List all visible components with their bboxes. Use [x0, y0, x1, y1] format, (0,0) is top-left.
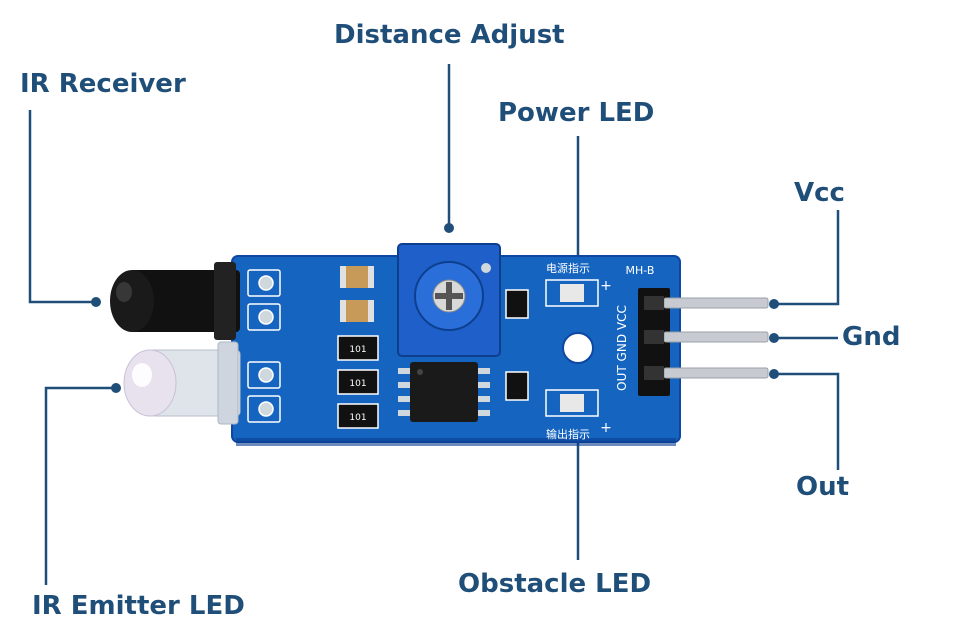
leader-ir-emitter: [44, 386, 112, 585]
dot-distance-adjust: [444, 223, 454, 233]
label-obstacle-led: Obstacle LED: [458, 569, 652, 599]
resistors: 101 101 101: [337, 289, 529, 429]
mounting-hole: [562, 332, 594, 364]
ir-emitter-component: [123, 341, 241, 425]
resistor-code-3: 101: [349, 413, 366, 423]
dot-gnd: [769, 333, 779, 343]
smd-leds: [545, 279, 599, 417]
power-led-silkscreen: 电源指示: [546, 261, 590, 275]
dot-ir-emitter: [111, 383, 121, 393]
resistor-code-1: 101: [349, 345, 366, 355]
power-plus-sign: +: [600, 278, 612, 294]
label-vcc: Vcc: [794, 178, 845, 208]
leader-vcc: [774, 210, 840, 306]
dot-vcc: [769, 299, 779, 309]
obstacle-led-silkscreen: 输出指示: [546, 427, 590, 441]
ir-receiver-component: [110, 262, 240, 340]
label-gnd: Gnd: [842, 322, 901, 352]
label-ir-emitter-led: IR Emitter LED: [32, 591, 245, 621]
capacitors: [340, 266, 374, 322]
label-ir-receiver: IR Receiver: [20, 69, 186, 99]
dot-out: [769, 369, 779, 379]
dot-ir-receiver: [91, 297, 101, 307]
pin-silkscreen: OUT GND VCC: [615, 305, 629, 391]
obstacle-plus-sign: +: [600, 420, 612, 436]
header-pins: [638, 288, 769, 396]
potentiometer: [397, 243, 501, 357]
label-distance-adjust: Distance Adjust: [334, 20, 565, 50]
resistor-code-2: 101: [349, 379, 366, 389]
leader-ir-receiver: [28, 110, 92, 304]
led-pads: [247, 269, 281, 423]
label-power-led: Power LED: [498, 98, 655, 128]
label-out: Out: [796, 472, 850, 502]
model-silkscreen: MH-B: [626, 264, 655, 277]
ic-chip: [398, 362, 490, 422]
leader-out: [774, 372, 840, 470]
